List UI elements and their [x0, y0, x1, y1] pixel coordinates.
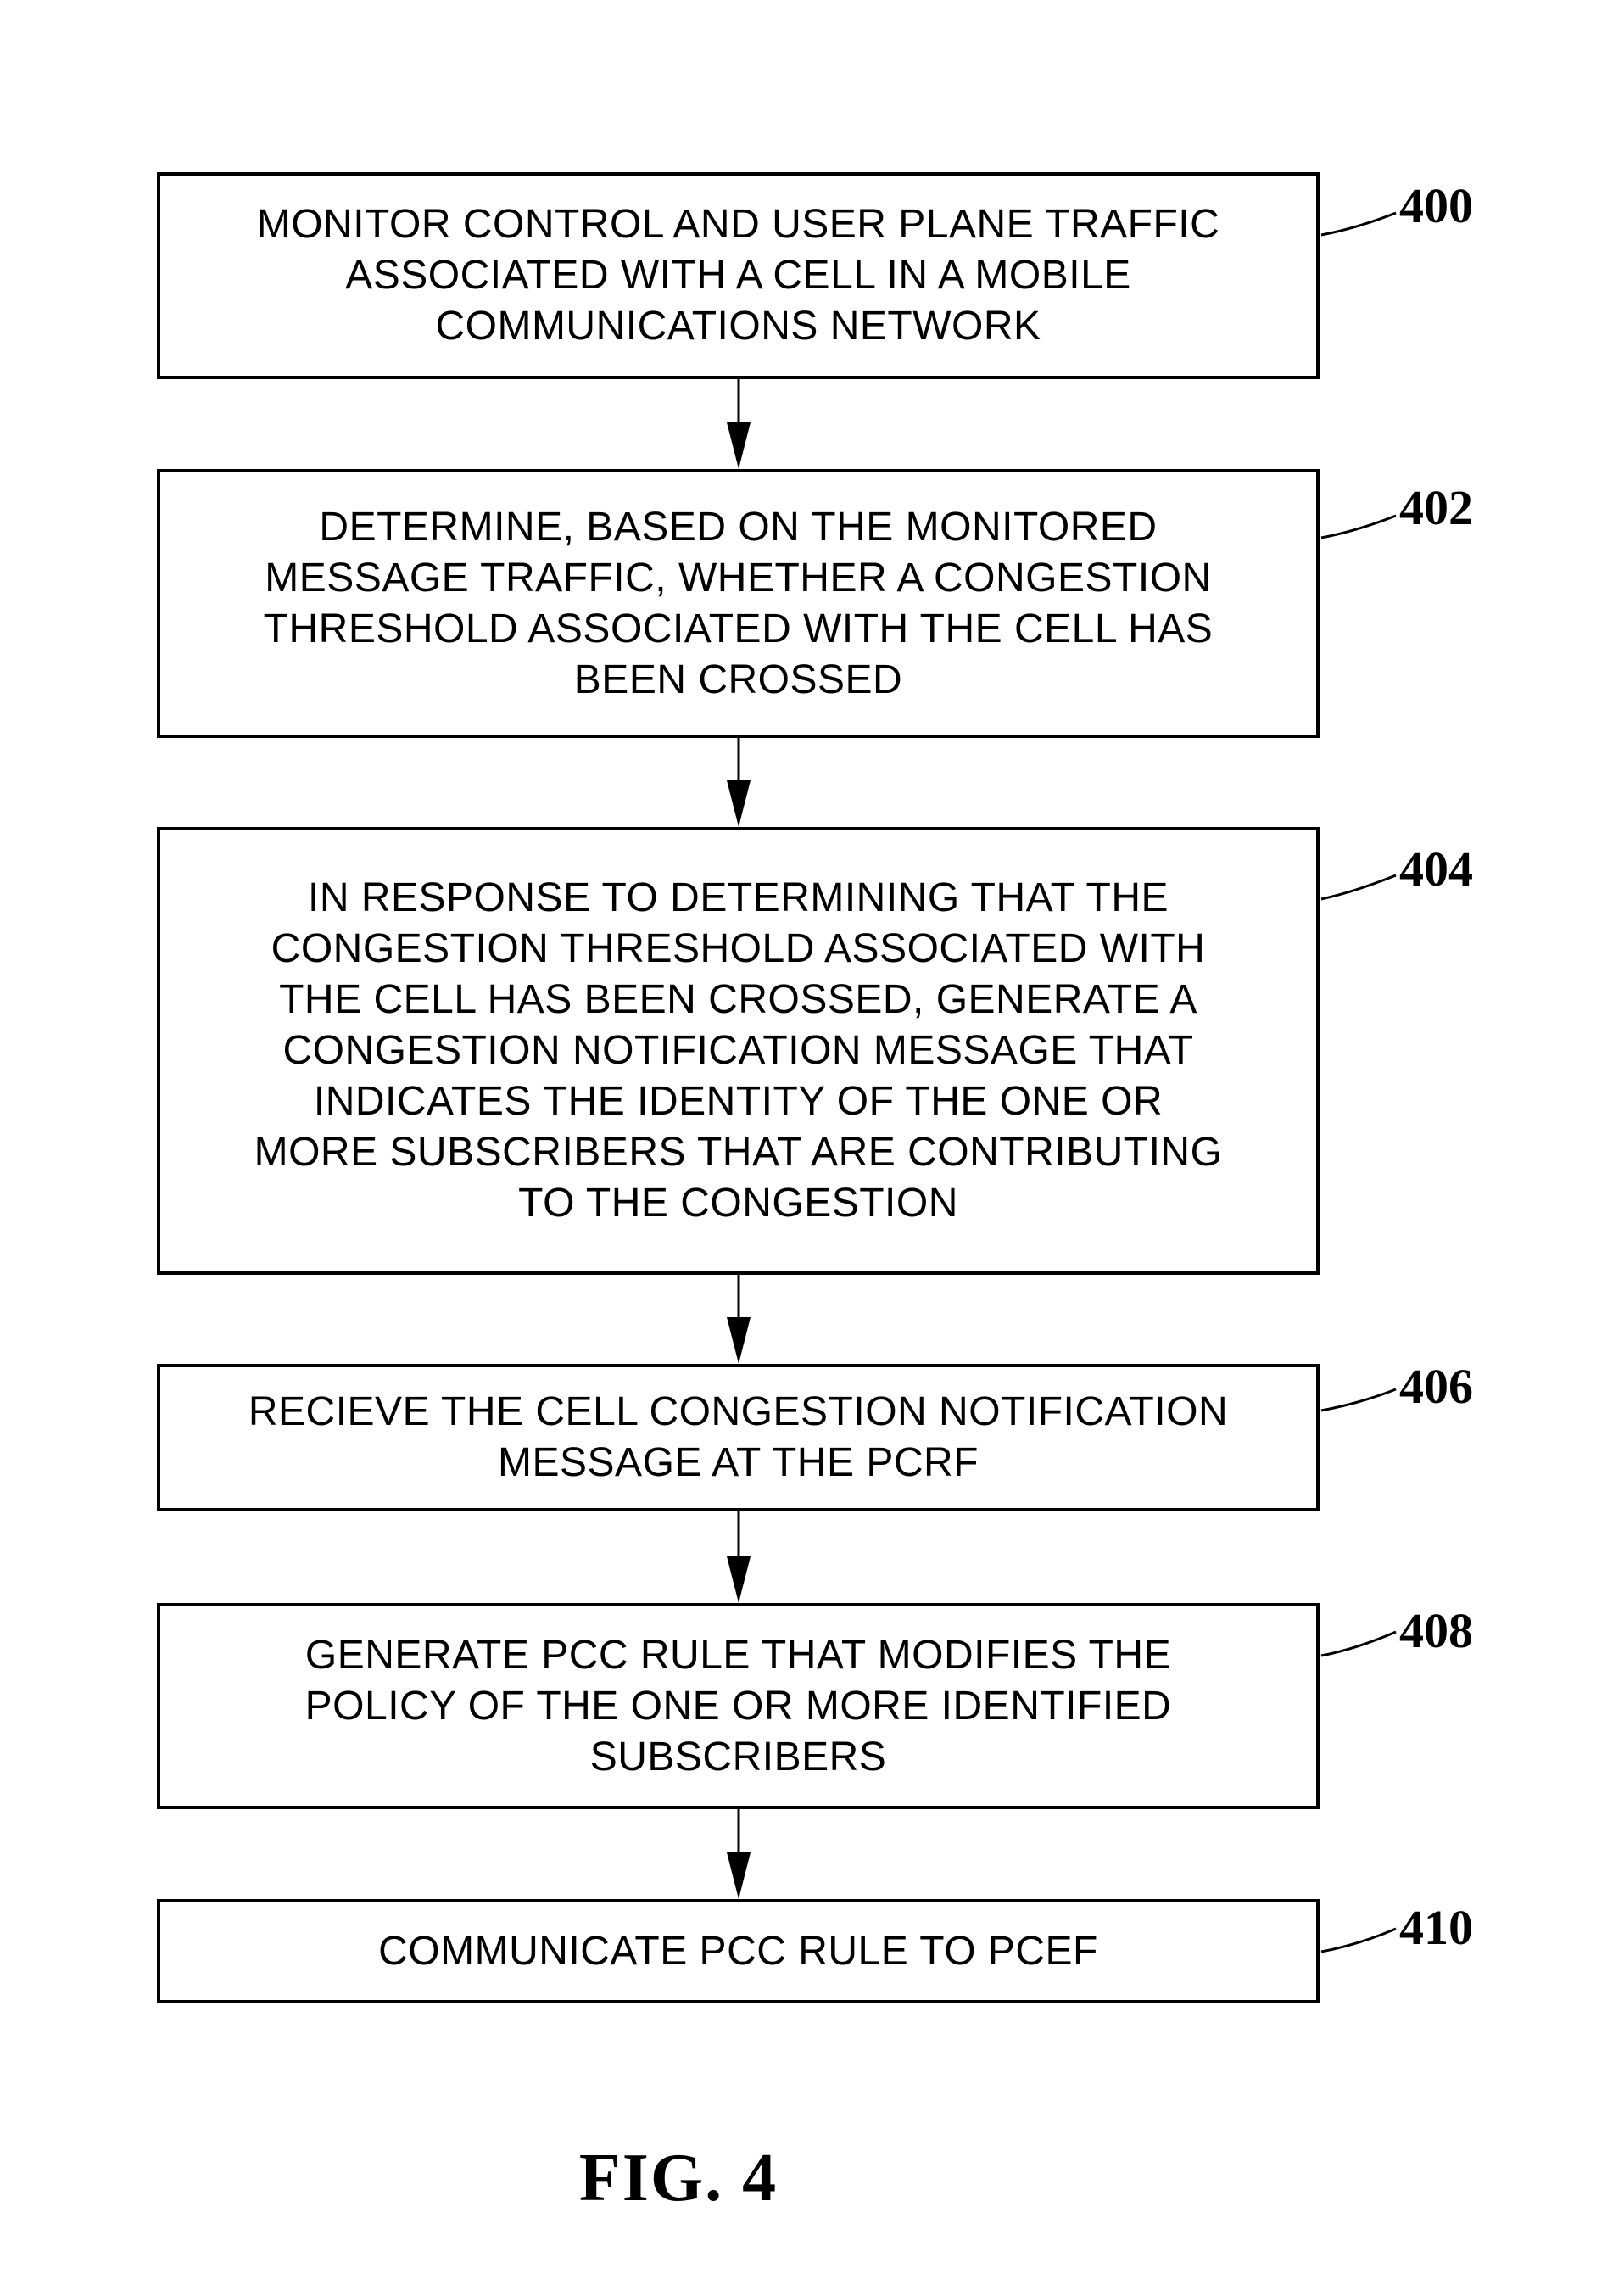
- step-box-408: GENERATE PCC RULE THAT MODIFIES THE POLI…: [157, 1603, 1320, 1809]
- leader-line-404: [1320, 874, 1397, 901]
- leader-line-406: [1320, 1388, 1397, 1412]
- step-text-line: GENERATE PCC RULE THAT MODIFIES THE: [304, 1632, 1172, 1678]
- step-text-line: THE CELL HAS BEEN CROSSED, GENERATE A: [279, 977, 1197, 1022]
- leader-line-402: [1320, 514, 1397, 539]
- step-text-line: THRESHOLD ASSOCIATED WITH THE CELL HAS: [263, 606, 1214, 651]
- step-text-line: RECIEVE THE CELL CONGESTION NOTIFICATION: [248, 1389, 1229, 1434]
- down-arrow-1: [727, 379, 751, 469]
- ref-label-404: 404: [1399, 841, 1473, 897]
- ref-label-408: 408: [1399, 1603, 1473, 1658]
- step-text-line: COMMUNICATIONS NETWORK: [435, 304, 1041, 349]
- step-text-line: CONGESTION THRESHOLD ASSOCIATED WITH: [271, 926, 1206, 971]
- leader-line-408: [1320, 1630, 1397, 1657]
- ref-label-410: 410: [1399, 1900, 1473, 1955]
- step-text-line: ASSOCIATED WITH A CELL IN A MOBILE: [345, 253, 1131, 298]
- ref-label-406: 406: [1399, 1359, 1473, 1414]
- step-box-410: COMMUNICATE PCC RULE TO PCEF: [157, 1899, 1320, 2003]
- step-text-line: CONGESTION NOTIFICATION MESSAGE THAT: [282, 1028, 1194, 1073]
- step-box-404: IN RESPONSE TO DETERMINING THAT THE CONG…: [157, 827, 1320, 1275]
- step-text-line: MORE SUBSCRIBERS THAT ARE CONTRIBUTING: [254, 1130, 1223, 1175]
- step-box-400: MONITOR CONTROL AND USER PLANE TRAFFIC A…: [157, 172, 1320, 379]
- step-box-402: DETERMINE, BASED ON THE MONITORED MESSAG…: [157, 469, 1320, 738]
- step-text-line: SUBSCRIBERS: [589, 1734, 887, 1779]
- down-arrow-2: [727, 738, 751, 827]
- down-arrow-3: [727, 1275, 751, 1364]
- step-text-line: MESSAGE AT THE PCRF: [498, 1440, 979, 1485]
- leader-line-400: [1320, 211, 1397, 237]
- step-text-line: IN RESPONSE TO DETERMINING THAT THE: [308, 875, 1169, 920]
- step-text-line: TO THE CONGESTION: [518, 1181, 958, 1226]
- down-arrow-5: [727, 1809, 751, 1899]
- step-text-line: COMMUNICATE PCC RULE TO PCEF: [378, 1928, 1098, 1974]
- step-text-line: INDICATES THE IDENTITY OF THE ONE OR: [313, 1079, 1164, 1124]
- step-text-line: MESSAGE TRAFFIC, WHETHER A CONGESTION: [265, 555, 1212, 601]
- ref-label-402: 402: [1399, 480, 1473, 535]
- leader-line-410: [1320, 1927, 1397, 1953]
- figure-caption: FIG. 4: [578, 2141, 779, 2215]
- down-arrow-4: [727, 1511, 751, 1603]
- step-text-line: DETERMINE, BASED ON THE MONITORED: [319, 504, 1158, 550]
- step-text-line: MONITOR CONTROL AND USER PLANE TRAFFIC: [256, 202, 1220, 247]
- step-text-line: POLICY OF THE ONE OR MORE IDENTIFIED: [304, 1683, 1172, 1729]
- step-text-line: BEEN CROSSED: [573, 656, 903, 702]
- ref-label-400: 400: [1399, 178, 1473, 233]
- step-box-406: RECIEVE THE CELL CONGESTION NOTIFICATION…: [157, 1364, 1320, 1511]
